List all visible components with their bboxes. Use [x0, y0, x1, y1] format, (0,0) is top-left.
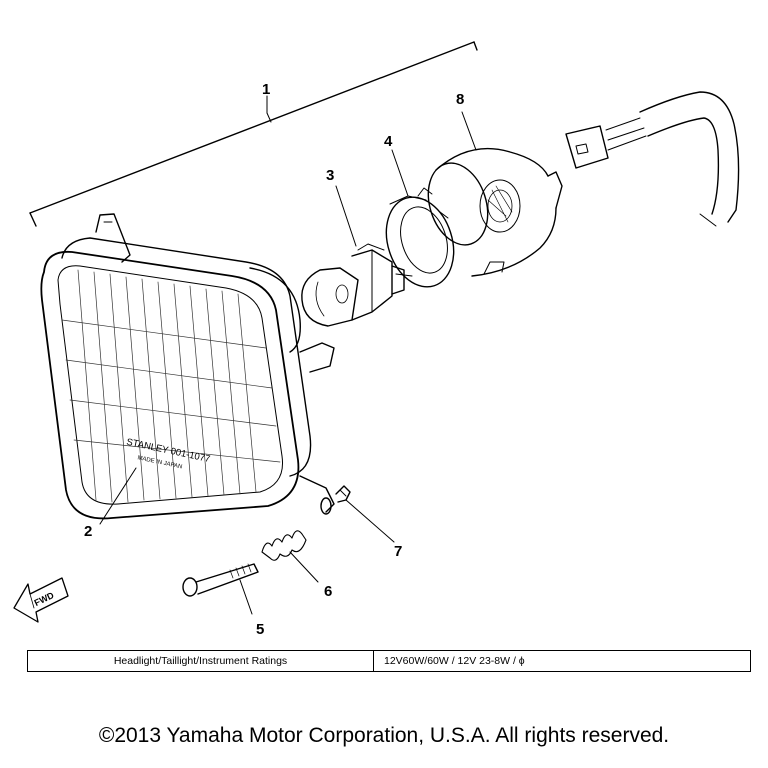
- bulb-holder: [385, 187, 455, 288]
- copyright-notice: ©2013 Yamaha Motor Corporation, U.S.A. A…: [98, 724, 670, 747]
- leader-lines: [99, 95, 477, 615]
- ratings-label: Headlight/Taillight/Instrument Ratings: [28, 651, 374, 671]
- socket-cover: [427, 147, 563, 277]
- assembly-bracket-line: [29, 41, 478, 227]
- headlight-unit: [40, 213, 335, 520]
- callout-5: 5: [256, 621, 265, 638]
- bulb: [301, 243, 413, 327]
- ratings-table: Headlight/Taillight/Instrument Ratings 1…: [27, 650, 751, 672]
- lens-stamp: STANLEY 001-1077 MADE IN JAPAN: [125, 437, 211, 471]
- clip: [335, 485, 351, 503]
- fwd-arrow-icon: [13, 577, 69, 623]
- wire-harness-connector: [565, 91, 740, 227]
- fwd-label: FWD: [33, 590, 56, 608]
- callout-7: 7: [394, 543, 403, 560]
- adjusting-screw: [182, 563, 259, 597]
- callout-8: 8: [456, 91, 465, 108]
- exploded-parts-diagram: STANLEY 001-1077 MADE IN JAPAN FWD: [13, 41, 740, 623]
- callout-1: 1: [262, 81, 271, 98]
- callout-2: 2: [84, 523, 93, 540]
- ratings-value: 12V60W/60W / 12V 23-8W / ϕ: [384, 655, 525, 667]
- callout-3: 3: [326, 167, 335, 184]
- callout-6: 6: [324, 583, 333, 600]
- callout-4: 4: [384, 133, 393, 150]
- spring: [261, 530, 307, 561]
